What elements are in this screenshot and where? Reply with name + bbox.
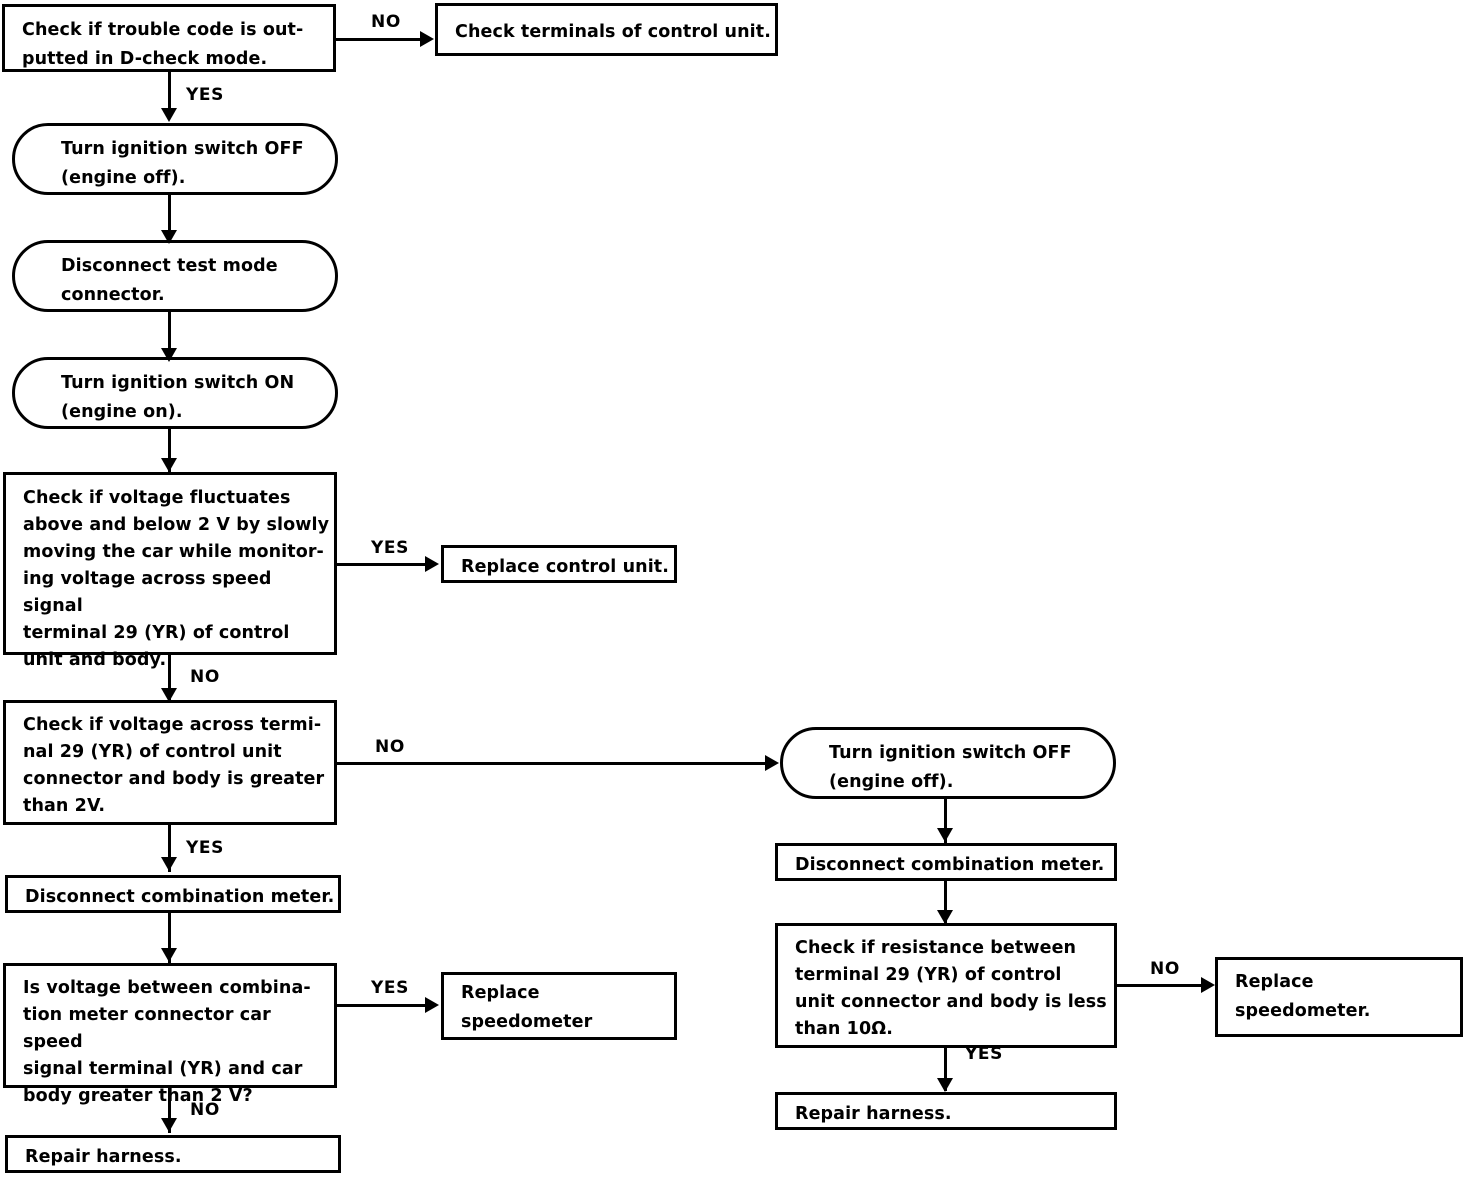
edge-label-n1-yes: YES bbox=[186, 85, 224, 105]
node-ignition-off-1: Turn ignition switch OFF (engine off). bbox=[12, 123, 338, 195]
edge-label-n6-no: NO bbox=[190, 667, 220, 687]
edge-n12-to-n13-line bbox=[1117, 984, 1203, 987]
node-disconnect-test-mode-connector: Disconnect test mode connector. bbox=[12, 240, 338, 312]
edge-label-n8-no: NO bbox=[375, 737, 405, 757]
edge-n14-to-n15-arrow bbox=[425, 997, 439, 1013]
edge-n12-to-n17-arrow bbox=[937, 1078, 953, 1092]
node-is-voltage-combination-meter: Is voltage between combina- tion meter c… bbox=[3, 963, 337, 1106]
edge-n1-to-n2-arrow bbox=[420, 31, 434, 47]
edge-n1-to-n3-arrow bbox=[161, 108, 177, 122]
node-disconnect-combination-meter-left: Disconnect combination meter. bbox=[5, 875, 341, 913]
node-ignition-off-2: Turn ignition switch OFF (engine off). bbox=[780, 727, 1116, 799]
edge-n12-to-n17-line bbox=[944, 1048, 947, 1091]
edge-n10-to-n14-arrow bbox=[161, 948, 177, 962]
edge-n6-to-n7-line bbox=[337, 563, 427, 566]
edge-n1-to-n2-line bbox=[336, 38, 422, 41]
edge-n11-to-n12-arrow bbox=[937, 910, 953, 924]
node-replace-speedometer-left: Replace speedometer bbox=[441, 972, 677, 1040]
node-check-voltage-fluctuates: Check if voltage fluctuates above and be… bbox=[3, 472, 337, 670]
node-repair-harness-right: Repair harness. bbox=[775, 1092, 1117, 1130]
edge-n9-to-n11-arrow bbox=[937, 828, 953, 842]
edge-n10-to-n14-line bbox=[168, 913, 171, 963]
node-replace-speedometer-right: Replace speedometer. bbox=[1215, 957, 1463, 1037]
edge-n6-to-n7-arrow bbox=[425, 556, 439, 572]
edge-n11-to-n12-line bbox=[944, 881, 947, 925]
edge-n6-to-n8-arrow bbox=[161, 688, 177, 702]
edge-label-n1-no: NO bbox=[371, 12, 401, 32]
edge-n4-to-n5-line bbox=[168, 312, 171, 360]
edge-n8-to-n10-line bbox=[168, 825, 171, 872]
edge-label-n12-yes: YES bbox=[965, 1044, 1003, 1064]
edge-n8-to-n9-line bbox=[337, 762, 775, 765]
edge-n8-to-n9-arrow bbox=[765, 755, 779, 771]
edge-n5-to-n6-arrow bbox=[161, 458, 177, 472]
node-disconnect-combination-meter-right: Disconnect combination meter. bbox=[775, 843, 1117, 881]
edge-n14-to-n15-line bbox=[337, 1004, 427, 1007]
edge-n6-to-n8-line bbox=[168, 655, 171, 700]
edge-n1-to-n3-line bbox=[168, 72, 171, 118]
edge-n4-to-n5-arrow bbox=[161, 348, 177, 362]
edge-label-n6-yes: YES bbox=[371, 538, 409, 558]
edge-label-n14-yes: YES bbox=[371, 978, 409, 998]
edge-n9-to-n11-line bbox=[944, 799, 947, 843]
edge-label-n8-yes: YES bbox=[186, 838, 224, 858]
edge-n3-to-n4-arrow bbox=[161, 230, 177, 244]
edge-n3-to-n4-line bbox=[168, 195, 171, 243]
node-check-voltage-terminal-29: Check if voltage across termi- nal 29 (Y… bbox=[3, 700, 337, 825]
edge-n8-to-n10-arrow bbox=[161, 857, 177, 871]
node-check-resistance: Check if resistance between terminal 29 … bbox=[775, 923, 1117, 1048]
node-check-trouble-code: Check if trouble code is out- putted in … bbox=[2, 4, 336, 72]
node-ignition-on: Turn ignition switch ON (engine on). bbox=[12, 357, 338, 429]
edge-n14-to-n16-arrow bbox=[161, 1118, 177, 1132]
edge-n12-to-n13-arrow bbox=[1201, 977, 1215, 993]
edge-n14-to-n16-line bbox=[168, 1088, 171, 1133]
edge-n5-to-n6-line bbox=[168, 429, 171, 473]
node-replace-control-unit: Replace control unit. bbox=[441, 545, 677, 583]
edge-label-n14-no: NO bbox=[190, 1100, 220, 1120]
node-check-terminals: Check terminals of control unit. bbox=[435, 3, 778, 56]
node-repair-harness-left: Repair harness. bbox=[5, 1135, 341, 1173]
edge-label-n12-no: NO bbox=[1150, 959, 1180, 979]
